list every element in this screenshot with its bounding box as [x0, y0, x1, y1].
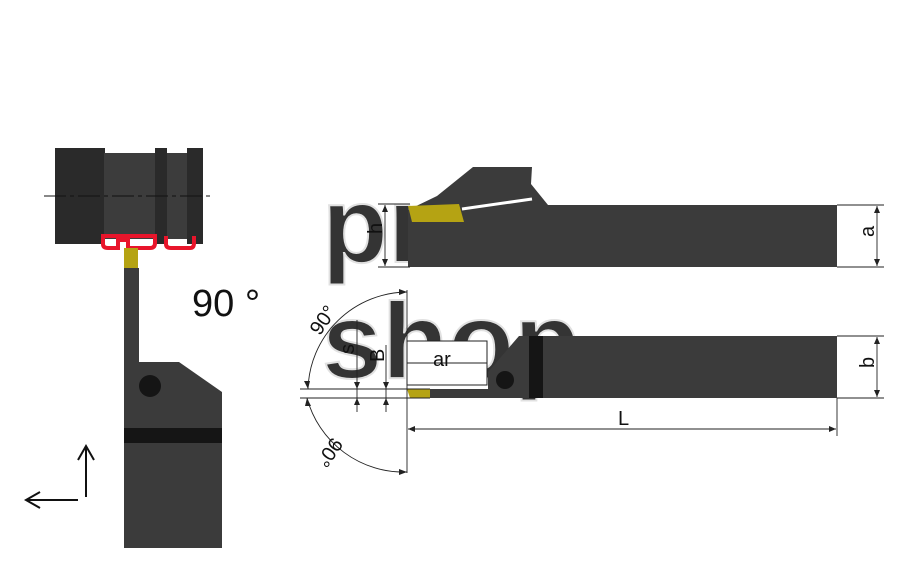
side-view: h a	[365, 167, 884, 268]
label-B: B	[367, 349, 389, 362]
angle-label: 90 °	[192, 283, 260, 325]
clamp-screw	[139, 375, 161, 397]
workpiece	[44, 148, 214, 244]
top-view-band	[529, 336, 543, 398]
tool-blade	[124, 268, 222, 548]
dim-ar: ar	[406, 340, 488, 386]
holder-band	[124, 428, 222, 443]
label-L: L	[618, 408, 629, 430]
top-insert	[407, 389, 430, 398]
dim-b: b	[837, 335, 884, 399]
arrow-up-icon	[77, 443, 95, 497]
top-view-screw	[496, 371, 514, 389]
dim-s-b: s B	[300, 320, 430, 412]
dim-L: L	[408, 398, 838, 436]
label-b: b	[857, 357, 879, 368]
label-angle-bottom: 90°	[311, 433, 346, 470]
dim-h: h	[365, 203, 410, 268]
label-s: s	[337, 344, 359, 354]
label-h: h	[365, 223, 387, 234]
side-insert	[408, 204, 464, 222]
label-a: a	[857, 225, 879, 237]
top-view: ar s B 90° 90°	[300, 289, 884, 475]
dim-a: a	[837, 204, 884, 268]
side-view-body	[408, 167, 837, 267]
arrow-left-icon	[23, 491, 78, 509]
insert	[124, 248, 138, 268]
label-ar: ar	[433, 349, 451, 371]
clamp-profile	[101, 234, 196, 250]
front-view: 90 °	[23, 148, 260, 548]
